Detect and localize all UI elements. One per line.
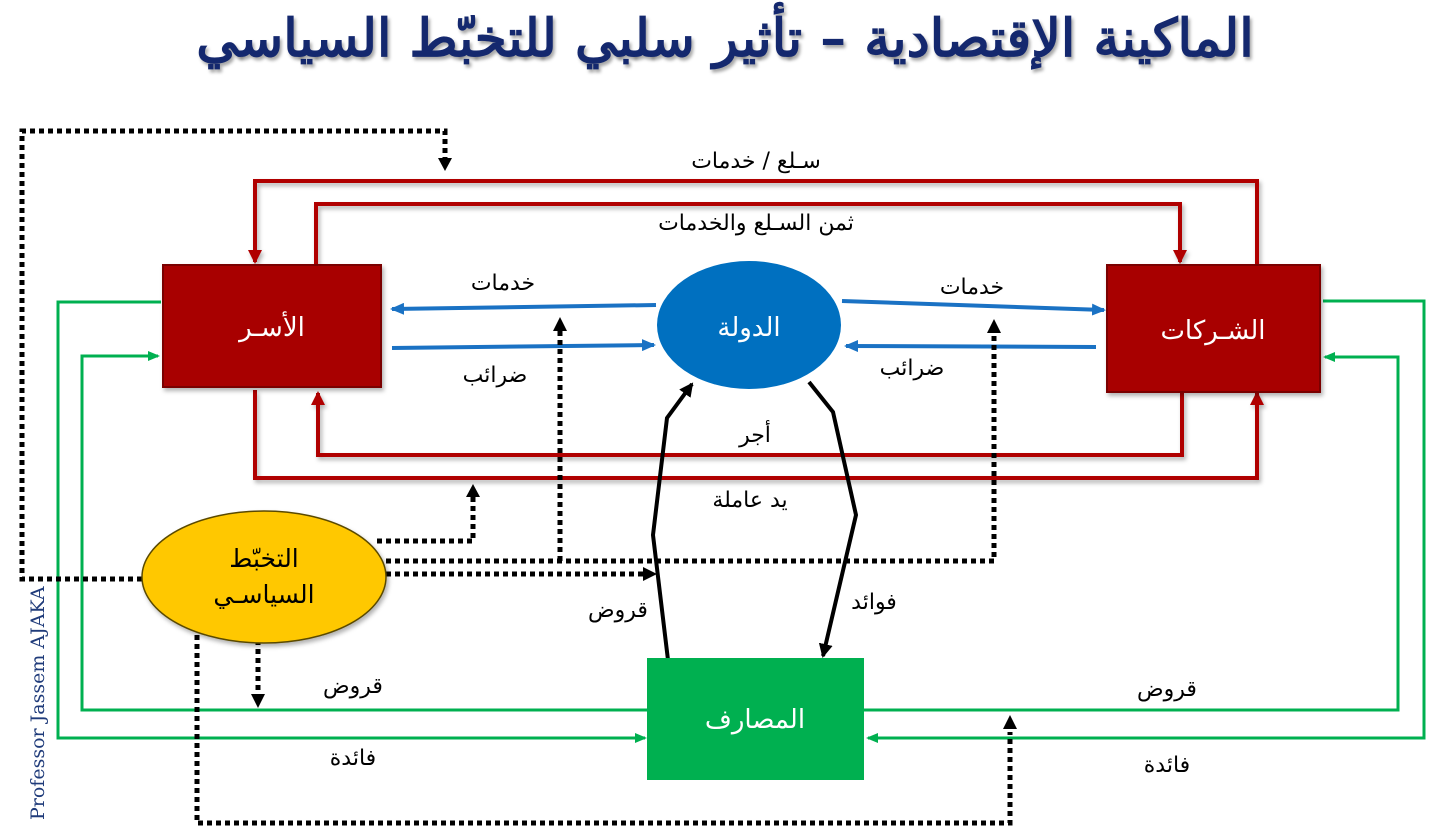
flow-state-services-households: [390, 302, 657, 315]
flow-labor: [253, 390, 1264, 480]
flow-firms-interest: [866, 299, 1426, 743]
label-labor: يد عاملة: [712, 488, 787, 513]
label-taxes-households: ضرائب: [463, 363, 528, 388]
label-interest-firms: فائدة: [1144, 753, 1190, 778]
label-wages: أجر: [738, 420, 771, 448]
flow-wages: [311, 391, 1184, 457]
node-households[interactable]: الأسـر: [162, 264, 382, 388]
flow-households-taxes: [391, 339, 656, 352]
author-credit: Professor Jassem AJAKA: [27, 586, 49, 820]
label-loans-to-state: قروض: [588, 598, 648, 623]
slide-title: الماكينة الإقتصادية – تأثير سلبي للتخبّط…: [196, 8, 1254, 69]
label-services-firms: خدمات: [940, 275, 1004, 300]
dotted-arrowheads: [251, 158, 1017, 729]
flow-loans-to-households: [80, 351, 648, 712]
flow-price-goods-services: [314, 202, 1187, 265]
label-loans-firms: قروض: [1137, 677, 1197, 702]
flow-firms-taxes: [844, 340, 1097, 353]
state-label: الدولة: [717, 313, 780, 343]
label-goods-services: سـلع / خدمات: [691, 149, 821, 174]
flow-households-interest: [56, 300, 647, 743]
flow-goods-services: [248, 179, 1259, 265]
turmoil-to-goods-flow: [19, 128, 448, 582]
label-interest-from-state: فوائد: [851, 590, 897, 615]
flow-interest-from-state: [807, 380, 859, 658]
turmoil-label-line2: السياسـي: [213, 580, 314, 609]
turmoil-to-firm-interest: [194, 626, 1013, 826]
label-loans-households: قروض: [323, 674, 383, 699]
flow-state-services-firms: [841, 299, 1106, 316]
banks-label: المصارف: [705, 705, 805, 735]
flow-loans-to-firms: [864, 352, 1400, 712]
node-state[interactable]: الدولة: [657, 261, 841, 389]
label-interest-households: فائدة: [330, 746, 376, 771]
node-banks[interactable]: المصارف: [647, 658, 864, 780]
turmoil-label-line1: التخبّط: [229, 544, 299, 573]
label-price-goods-services: ثمن السـلع والخدمات: [658, 211, 854, 236]
firms-label: الشـركات: [1160, 316, 1265, 346]
label-services-households: خدمات: [471, 271, 535, 296]
turmoil-influence-lines: [19, 128, 1013, 826]
node-firms[interactable]: الشـركات: [1106, 264, 1321, 393]
turmoil-to-labor-flow: [377, 494, 476, 544]
flow-loans-to-state: [650, 382, 694, 661]
turmoil-to-state-services: [386, 330, 997, 564]
label-taxes-firms: ضرائب: [880, 356, 945, 381]
node-political-turmoil[interactable]: التخبّط السياسـي: [141, 510, 387, 644]
households-label: الأسـر: [237, 310, 305, 343]
